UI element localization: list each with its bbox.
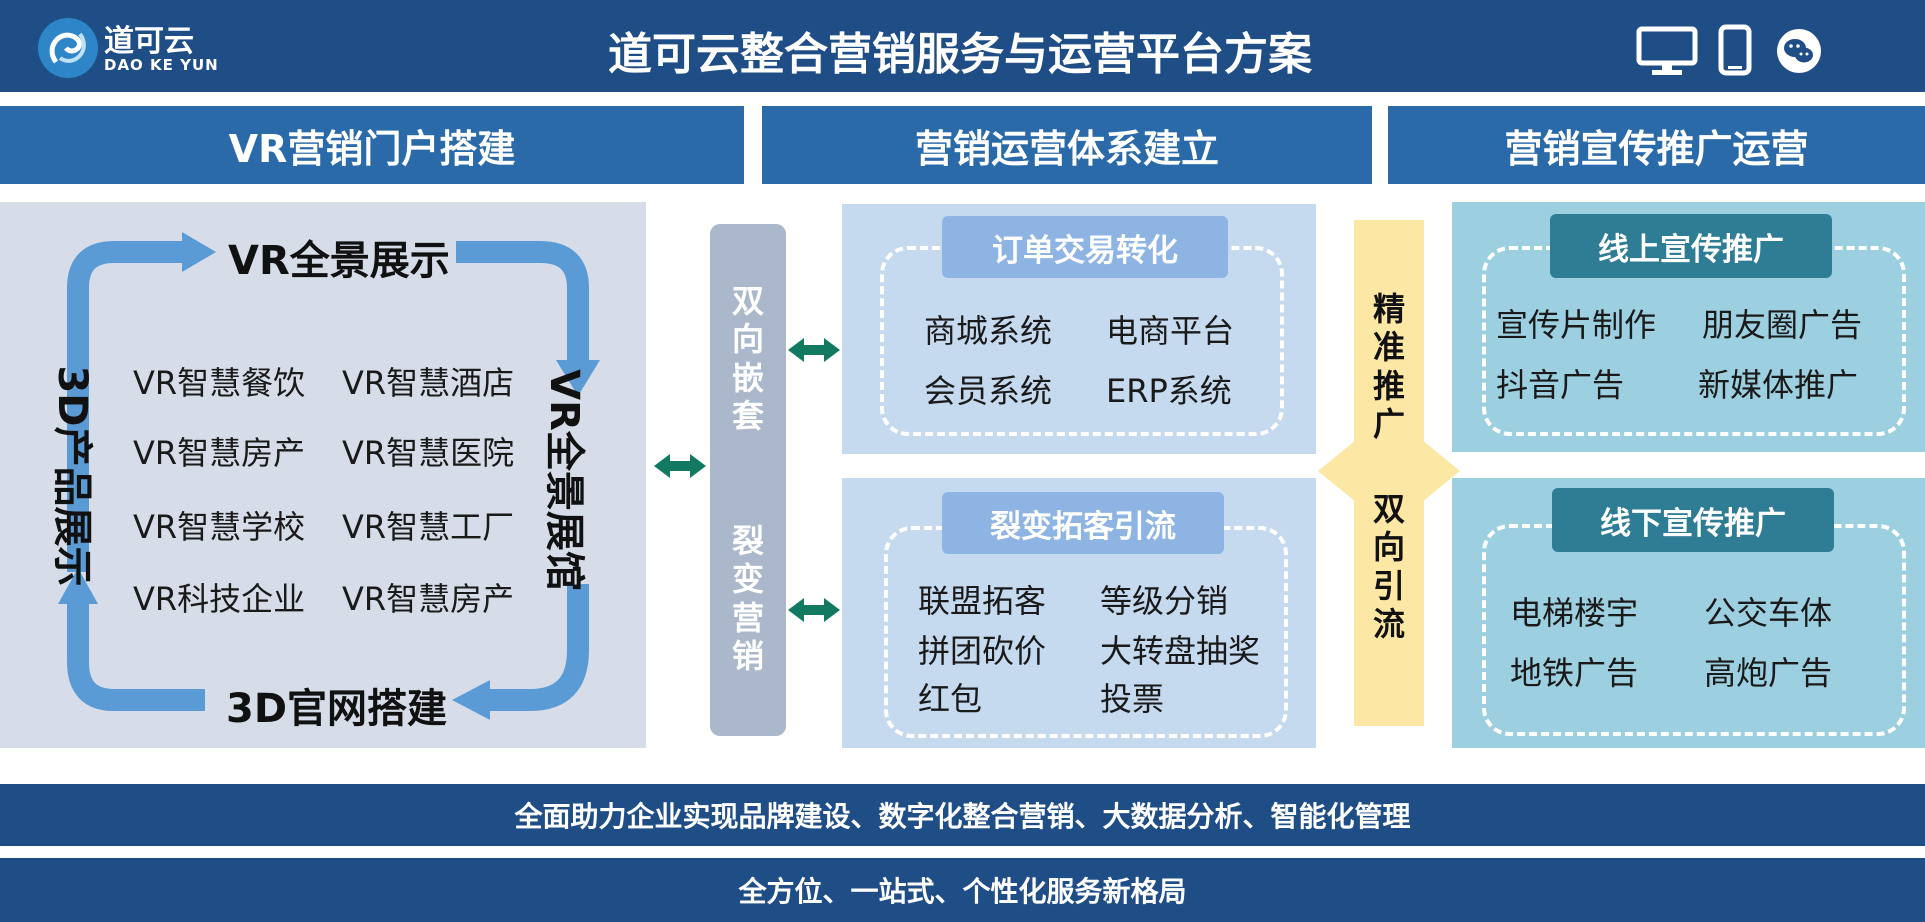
monitor-icon <box>1636 26 1698 75</box>
fission-acquisition-title: 裂变拓客引流 <box>942 492 1224 554</box>
online-item: 朋友圈广告 <box>1702 306 1863 344</box>
order-item: 商城系统 <box>924 312 1053 350</box>
offline-item: 电梯楼宇 <box>1510 594 1639 632</box>
bidirectional-traffic-label: 双 向 引 流 <box>1372 490 1405 644</box>
logo-mark-icon <box>38 18 98 78</box>
online-item: 新媒体推广 <box>1698 366 1859 404</box>
fission-item: 投票 <box>1100 680 1165 718</box>
order-item: 会员系统 <box>924 372 1053 410</box>
online-item: 抖音广告 <box>1496 366 1625 404</box>
vr-item: VR智慧工厂 <box>342 508 515 546</box>
header-bar <box>0 0 1925 92</box>
vr-item: VR智慧医院 <box>342 434 515 472</box>
precise-promotion-bar <box>1354 220 1424 726</box>
wechat-icon <box>1777 29 1821 73</box>
column-header-operation-system: 营销运营体系建立 <box>762 106 1372 184</box>
vr-cycle-arrows <box>58 232 600 720</box>
fission-item: 等级分销 <box>1100 582 1229 620</box>
offline-promotion-title: 线下宣传推广 <box>1552 488 1834 552</box>
fission-item: 拼团砍价 <box>918 632 1047 670</box>
vr-item: VR智慧学校 <box>133 508 306 546</box>
vr-exhibition-hall-label: VR全景展馆 <box>541 369 587 591</box>
order-item: 电商平台 <box>1106 312 1235 350</box>
order-transaction-title: 订单交易转化 <box>942 216 1228 278</box>
precise-promotion-arrows <box>1318 440 1460 502</box>
logo-cn: 道可云 <box>104 24 194 59</box>
3d-website-label: 3D官网搭建 <box>226 686 448 732</box>
double-arrow-icon <box>654 454 706 478</box>
vr-panorama-display-label: VR全景展示 <box>228 238 450 284</box>
fission-marketing-label: 裂 变 营 销 <box>731 522 764 676</box>
offline-item: 高炮广告 <box>1704 654 1833 692</box>
double-arrow-icon <box>788 338 840 362</box>
offline-item: 公交车体 <box>1704 594 1833 632</box>
order-item: ERP系统 <box>1106 372 1232 410</box>
logo: 道可云 DAO KE YUN <box>36 16 226 80</box>
3d-product-display-label: 3D产品展示 <box>49 365 95 587</box>
double-arrow-icon <box>788 598 840 622</box>
vr-item: VR智慧酒店 <box>342 364 515 402</box>
precise-promotion-label: 精 准 推 广 <box>1372 290 1405 444</box>
footer-bar-2: 全方位、一站式、个性化服务新格局 <box>0 858 1925 922</box>
fission-item: 红包 <box>918 680 983 718</box>
online-promotion-title: 线上宣传推广 <box>1550 214 1832 278</box>
vr-item: VR科技企业 <box>133 580 306 618</box>
logo-en: DAO KE YUN <box>104 56 219 74</box>
fission-item: 大转盘抽奖 <box>1100 632 1261 670</box>
column-header-vr-portal: VR营销门户搭建 <box>0 106 744 184</box>
vr-item: VR智慧房产 <box>133 434 306 472</box>
bidirectional-nesting-label: 双 向 嵌 套 <box>731 282 764 436</box>
fission-item: 联盟拓客 <box>918 582 1047 620</box>
column-header-promotion: 营销宣传推广运营 <box>1388 106 1925 184</box>
offline-item: 地铁广告 <box>1510 654 1639 692</box>
page-title: 道可云整合营销服务与运营平台方案 <box>608 29 1312 80</box>
phone-icon <box>1718 24 1752 76</box>
vr-item: VR智慧房产 <box>342 580 515 618</box>
vr-item: VR智慧餐饮 <box>133 364 306 402</box>
online-item: 宣传片制作 <box>1496 306 1657 344</box>
bidirectional-nesting-bar <box>710 224 786 736</box>
footer-bar-1: 全面助力企业实现品牌建设、数字化整合营销、大数据分析、智能化管理 <box>0 784 1925 846</box>
vr-panel <box>0 202 646 748</box>
